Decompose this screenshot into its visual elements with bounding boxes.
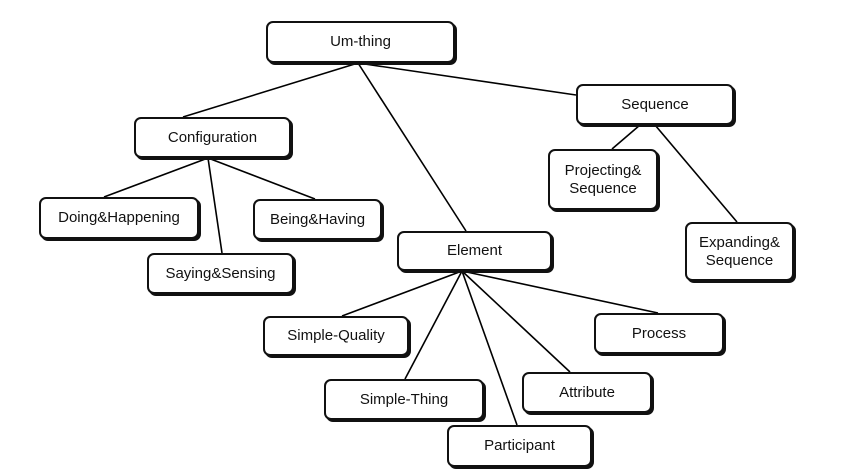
node-label: Saying&Sensing bbox=[165, 264, 276, 282]
node-label: Process bbox=[631, 324, 687, 342]
node-label: Configuration bbox=[167, 128, 258, 146]
edge-configuration-doing-happening bbox=[103, 157, 209, 198]
node-expanding-sequence: Expanding& Sequence bbox=[685, 222, 794, 281]
edge-configuration-saying-sensing bbox=[207, 157, 223, 254]
node-simple-quality: Simple-Quality bbox=[263, 316, 409, 356]
edge-element-participant bbox=[461, 270, 518, 426]
node-projecting-sequence: Projecting& Sequence bbox=[548, 149, 658, 210]
node-label: Participant bbox=[484, 437, 555, 454]
node-label: Expanding& Sequence bbox=[699, 233, 780, 269]
node-sequence: Sequence bbox=[576, 84, 734, 125]
node-attribute: Attribute bbox=[522, 372, 652, 413]
node-process: Process bbox=[594, 313, 724, 354]
node-label: Sequence bbox=[621, 95, 689, 113]
node-label: Attribute bbox=[559, 383, 615, 401]
node-element: Element bbox=[397, 231, 552, 271]
edge-um-thing-configuration bbox=[182, 62, 359, 118]
node-label: Being&Having bbox=[269, 210, 366, 228]
edge-um-thing-sequence bbox=[357, 62, 577, 96]
node-doing-happening: Doing&Happening bbox=[39, 197, 199, 239]
edge-element-attribute bbox=[461, 270, 571, 373]
node-simple-thing: Simple-Thing bbox=[324, 379, 484, 420]
node-label: Simple-Quality bbox=[287, 327, 385, 344]
node-label: Um-thing bbox=[330, 33, 391, 50]
edge-configuration-being-having bbox=[207, 157, 316, 200]
edge-um-thing-element bbox=[357, 62, 467, 232]
node-label: Projecting& Sequence bbox=[564, 161, 642, 197]
edge-sequence-projecting-sequence bbox=[611, 124, 641, 150]
edge-element-process bbox=[461, 270, 659, 314]
node-saying-sensing: Saying&Sensing bbox=[147, 253, 294, 294]
edge-element-simple-thing bbox=[404, 270, 463, 380]
node-configuration: Configuration bbox=[134, 117, 291, 158]
node-participant: Participant bbox=[447, 425, 592, 467]
node-label: Element bbox=[446, 242, 503, 259]
node-being-having: Being&Having bbox=[253, 199, 382, 240]
node-um-thing: Um-thing bbox=[266, 21, 455, 63]
edge-element-simple-quality bbox=[341, 270, 463, 317]
node-label: Doing&Happening bbox=[58, 209, 180, 226]
edge-sequence-expanding-sequence bbox=[654, 124, 738, 223]
node-label: Simple-Thing bbox=[359, 390, 449, 408]
